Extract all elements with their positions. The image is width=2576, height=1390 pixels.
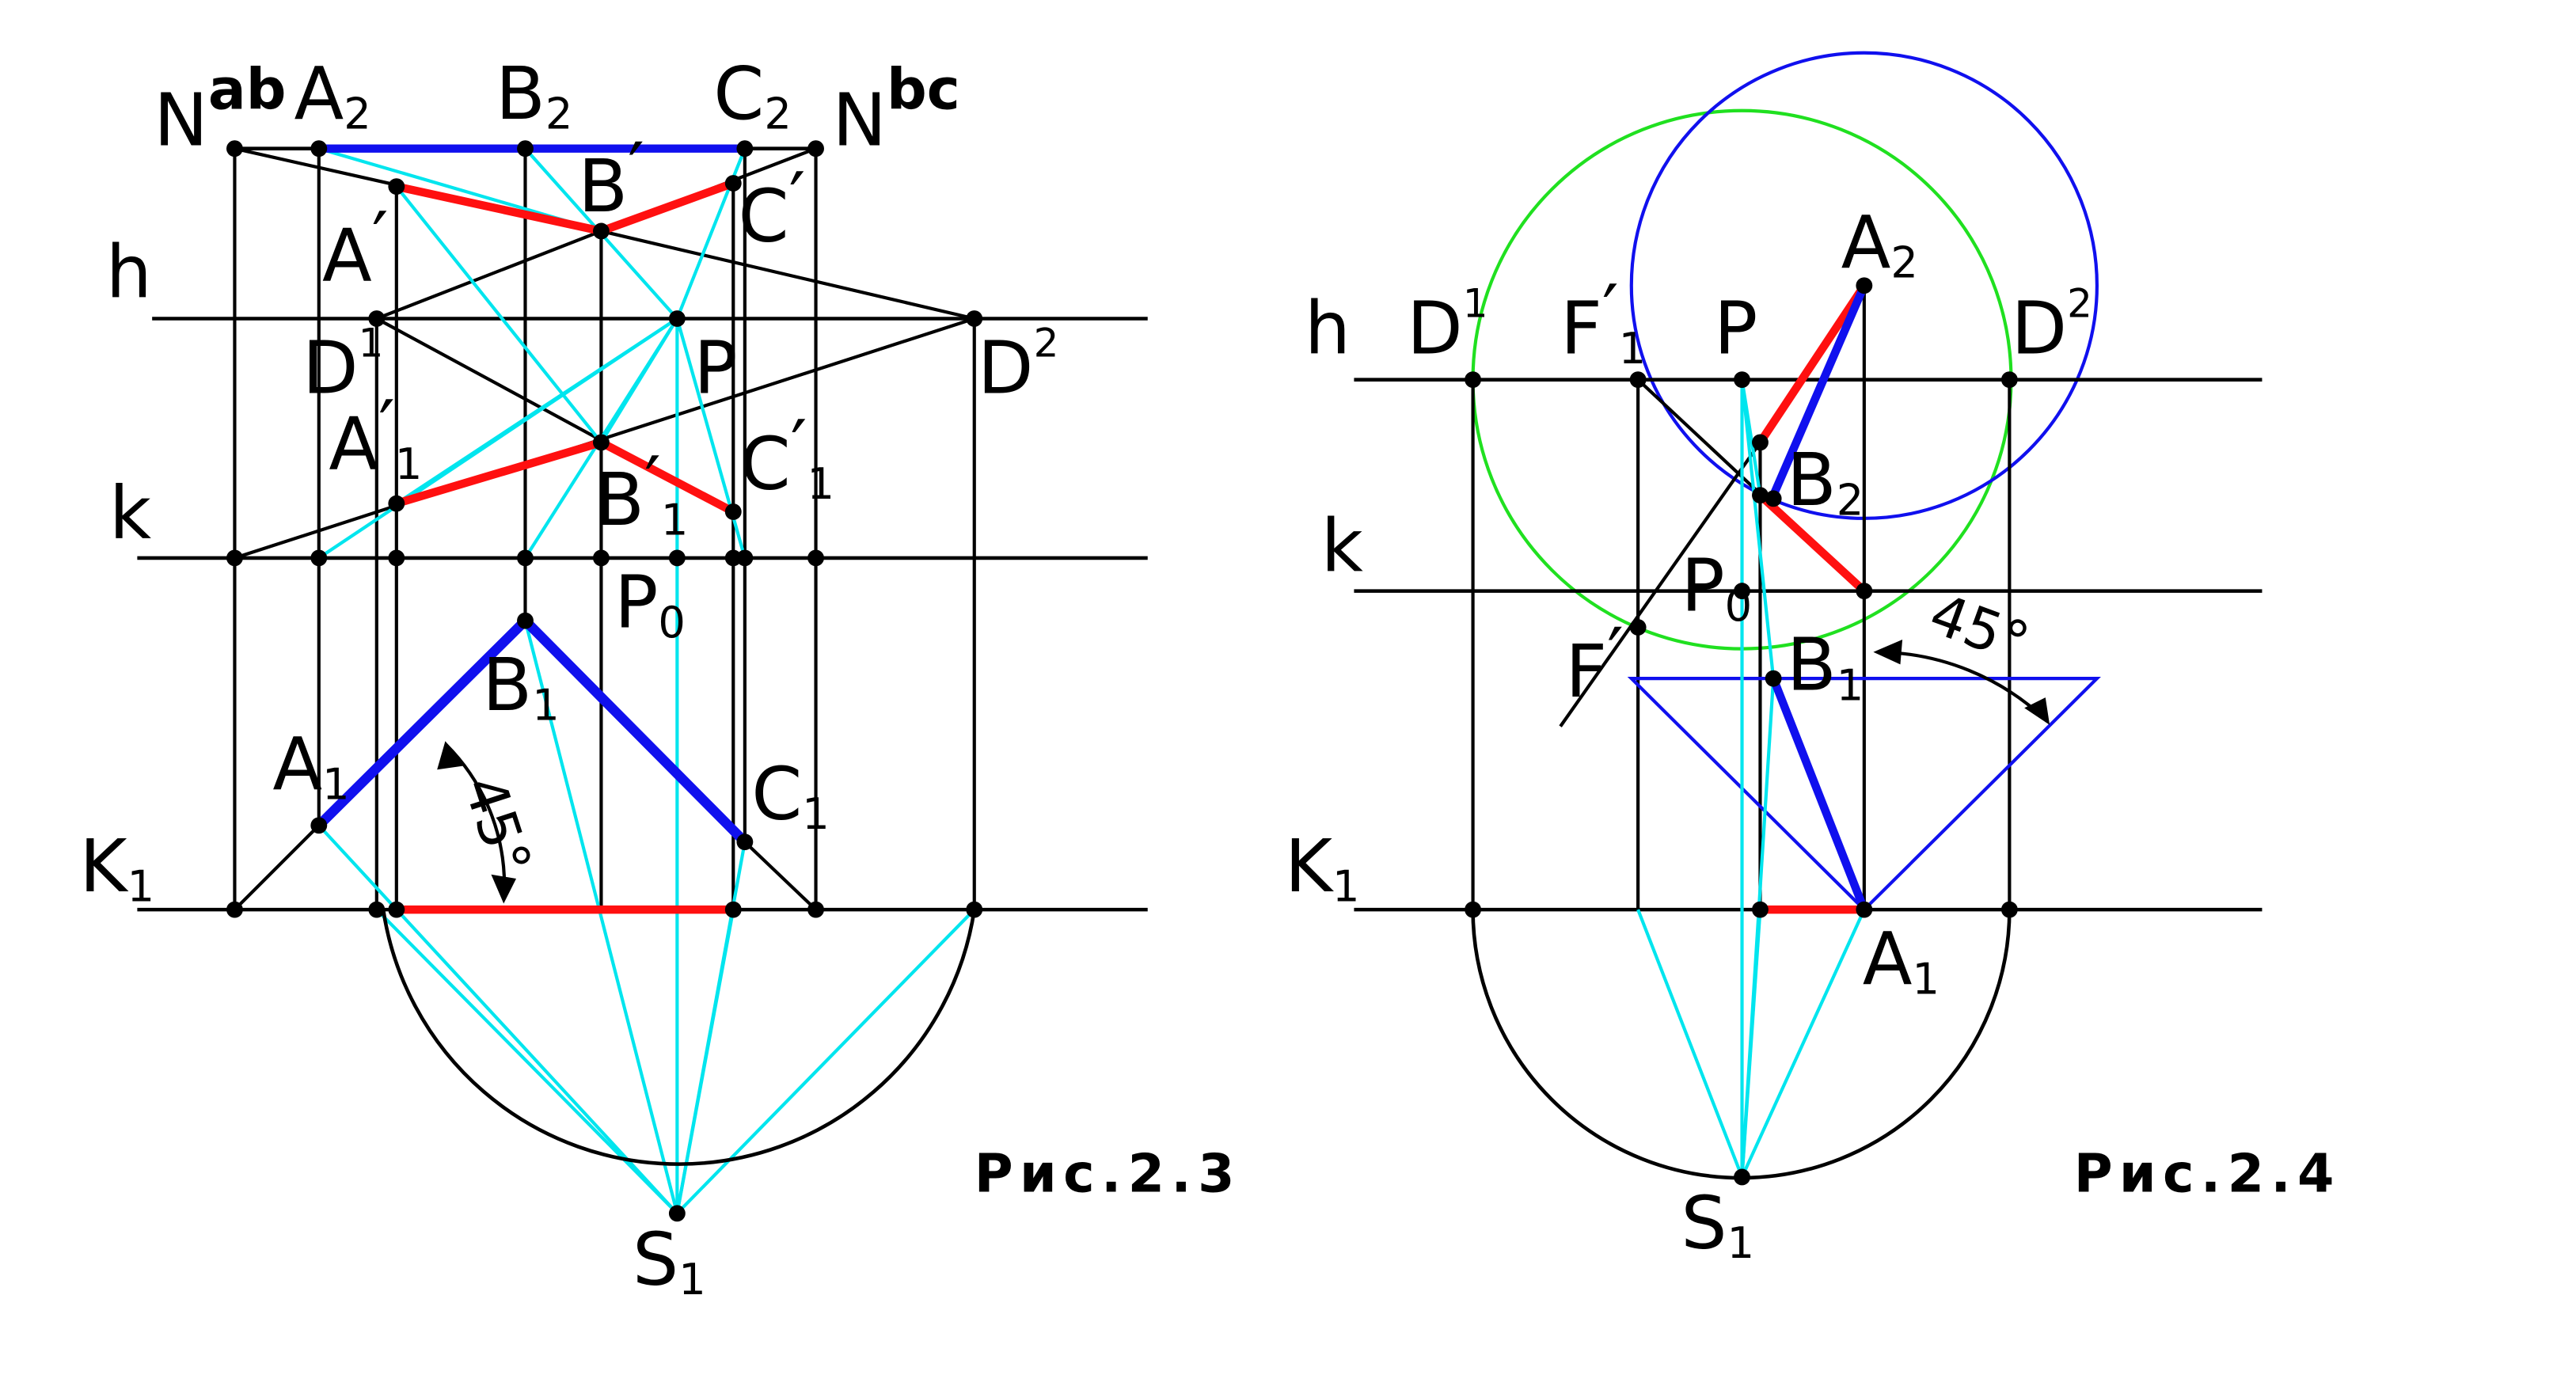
caption-fig24: Рис.2.4	[2074, 1143, 2341, 1205]
label-D2: D2	[978, 320, 1059, 410]
label-C-prime: C′	[739, 158, 806, 259]
points	[226, 140, 983, 1222]
label-F1-prime: F′1	[1560, 269, 1646, 373]
label-h-fig24: h	[1305, 286, 1351, 370]
label-A2: A2	[294, 51, 371, 139]
label-S1-fig24: S1	[1681, 1181, 1754, 1269]
label-D1-fig24: D1	[1407, 280, 1488, 370]
label-P-fig24: P	[1714, 286, 1757, 370]
angle-triangle	[1627, 677, 2101, 913]
label-A-prime: A′	[322, 197, 389, 298]
label-N-ab: Nab	[154, 57, 286, 163]
measuring-semicircle	[381, 909, 977, 1166]
label-D2-fig24: D2	[2011, 280, 2092, 370]
label-angle-45: 45°	[451, 768, 545, 883]
label-h: h	[106, 230, 152, 314]
label-A1-fig24: A1	[1863, 917, 1940, 1005]
figure-2-4	[1354, 51, 2263, 1186]
vertical-lines-2	[1471, 285, 2012, 910]
label-K1: K1	[79, 824, 154, 912]
label-B1-prime: B′1	[595, 441, 688, 545]
label-C1-prime: C′1	[740, 404, 834, 508]
label-k-fig24: k	[1321, 504, 1363, 589]
label-P: P	[693, 325, 737, 410]
label-A2-fig24: A2	[1841, 200, 1918, 288]
label-D1: D1	[302, 320, 384, 410]
points-2	[1465, 277, 2018, 1186]
label-B2-fig24: B2	[1787, 438, 1864, 526]
label-B1: B1	[482, 643, 559, 731]
label-k: k	[109, 471, 151, 556]
label-angle-45-fig24: 45°	[1921, 580, 2037, 676]
label-S1: S1	[633, 1217, 706, 1305]
segment-A-B-C-prime	[392, 179, 738, 236]
label-B-prime: B′	[578, 127, 644, 229]
label-C1: C1	[751, 751, 830, 839]
angle-45-marker-2	[1873, 639, 2050, 725]
labels-fig24: A2 h D1 F′1 P D2 B2 k P0 F′ B1 45° K1 A1…	[1285, 200, 2341, 1269]
segments-2	[1756, 281, 1869, 914]
labels-fig23: Nab A2 B2 C2 Nbc A′ B′ C′ h D1 P D2 A′1 …	[79, 51, 1241, 1305]
caption-fig23: Рис.2.3	[975, 1143, 1241, 1205]
label-B1-fig24: B1	[1787, 623, 1864, 711]
label-C2: C2	[713, 51, 792, 139]
projection-rays-2	[1636, 379, 1866, 1178]
label-F-prime: F′	[1565, 613, 1624, 714]
angle-45-marker	[437, 741, 517, 904]
label-B2: B2	[496, 51, 572, 139]
label-K1-fig24: K1	[1285, 824, 1360, 912]
label-P0: P0	[614, 560, 686, 648]
figure-2-3	[137, 140, 1148, 1222]
label-N-bc: Nbc	[832, 57, 959, 163]
label-P0-fig24: P0	[1681, 544, 1752, 632]
label-A1: A1	[272, 722, 349, 810]
projection-rays	[317, 146, 976, 1215]
label-A1-prime: A′1	[329, 385, 422, 488]
